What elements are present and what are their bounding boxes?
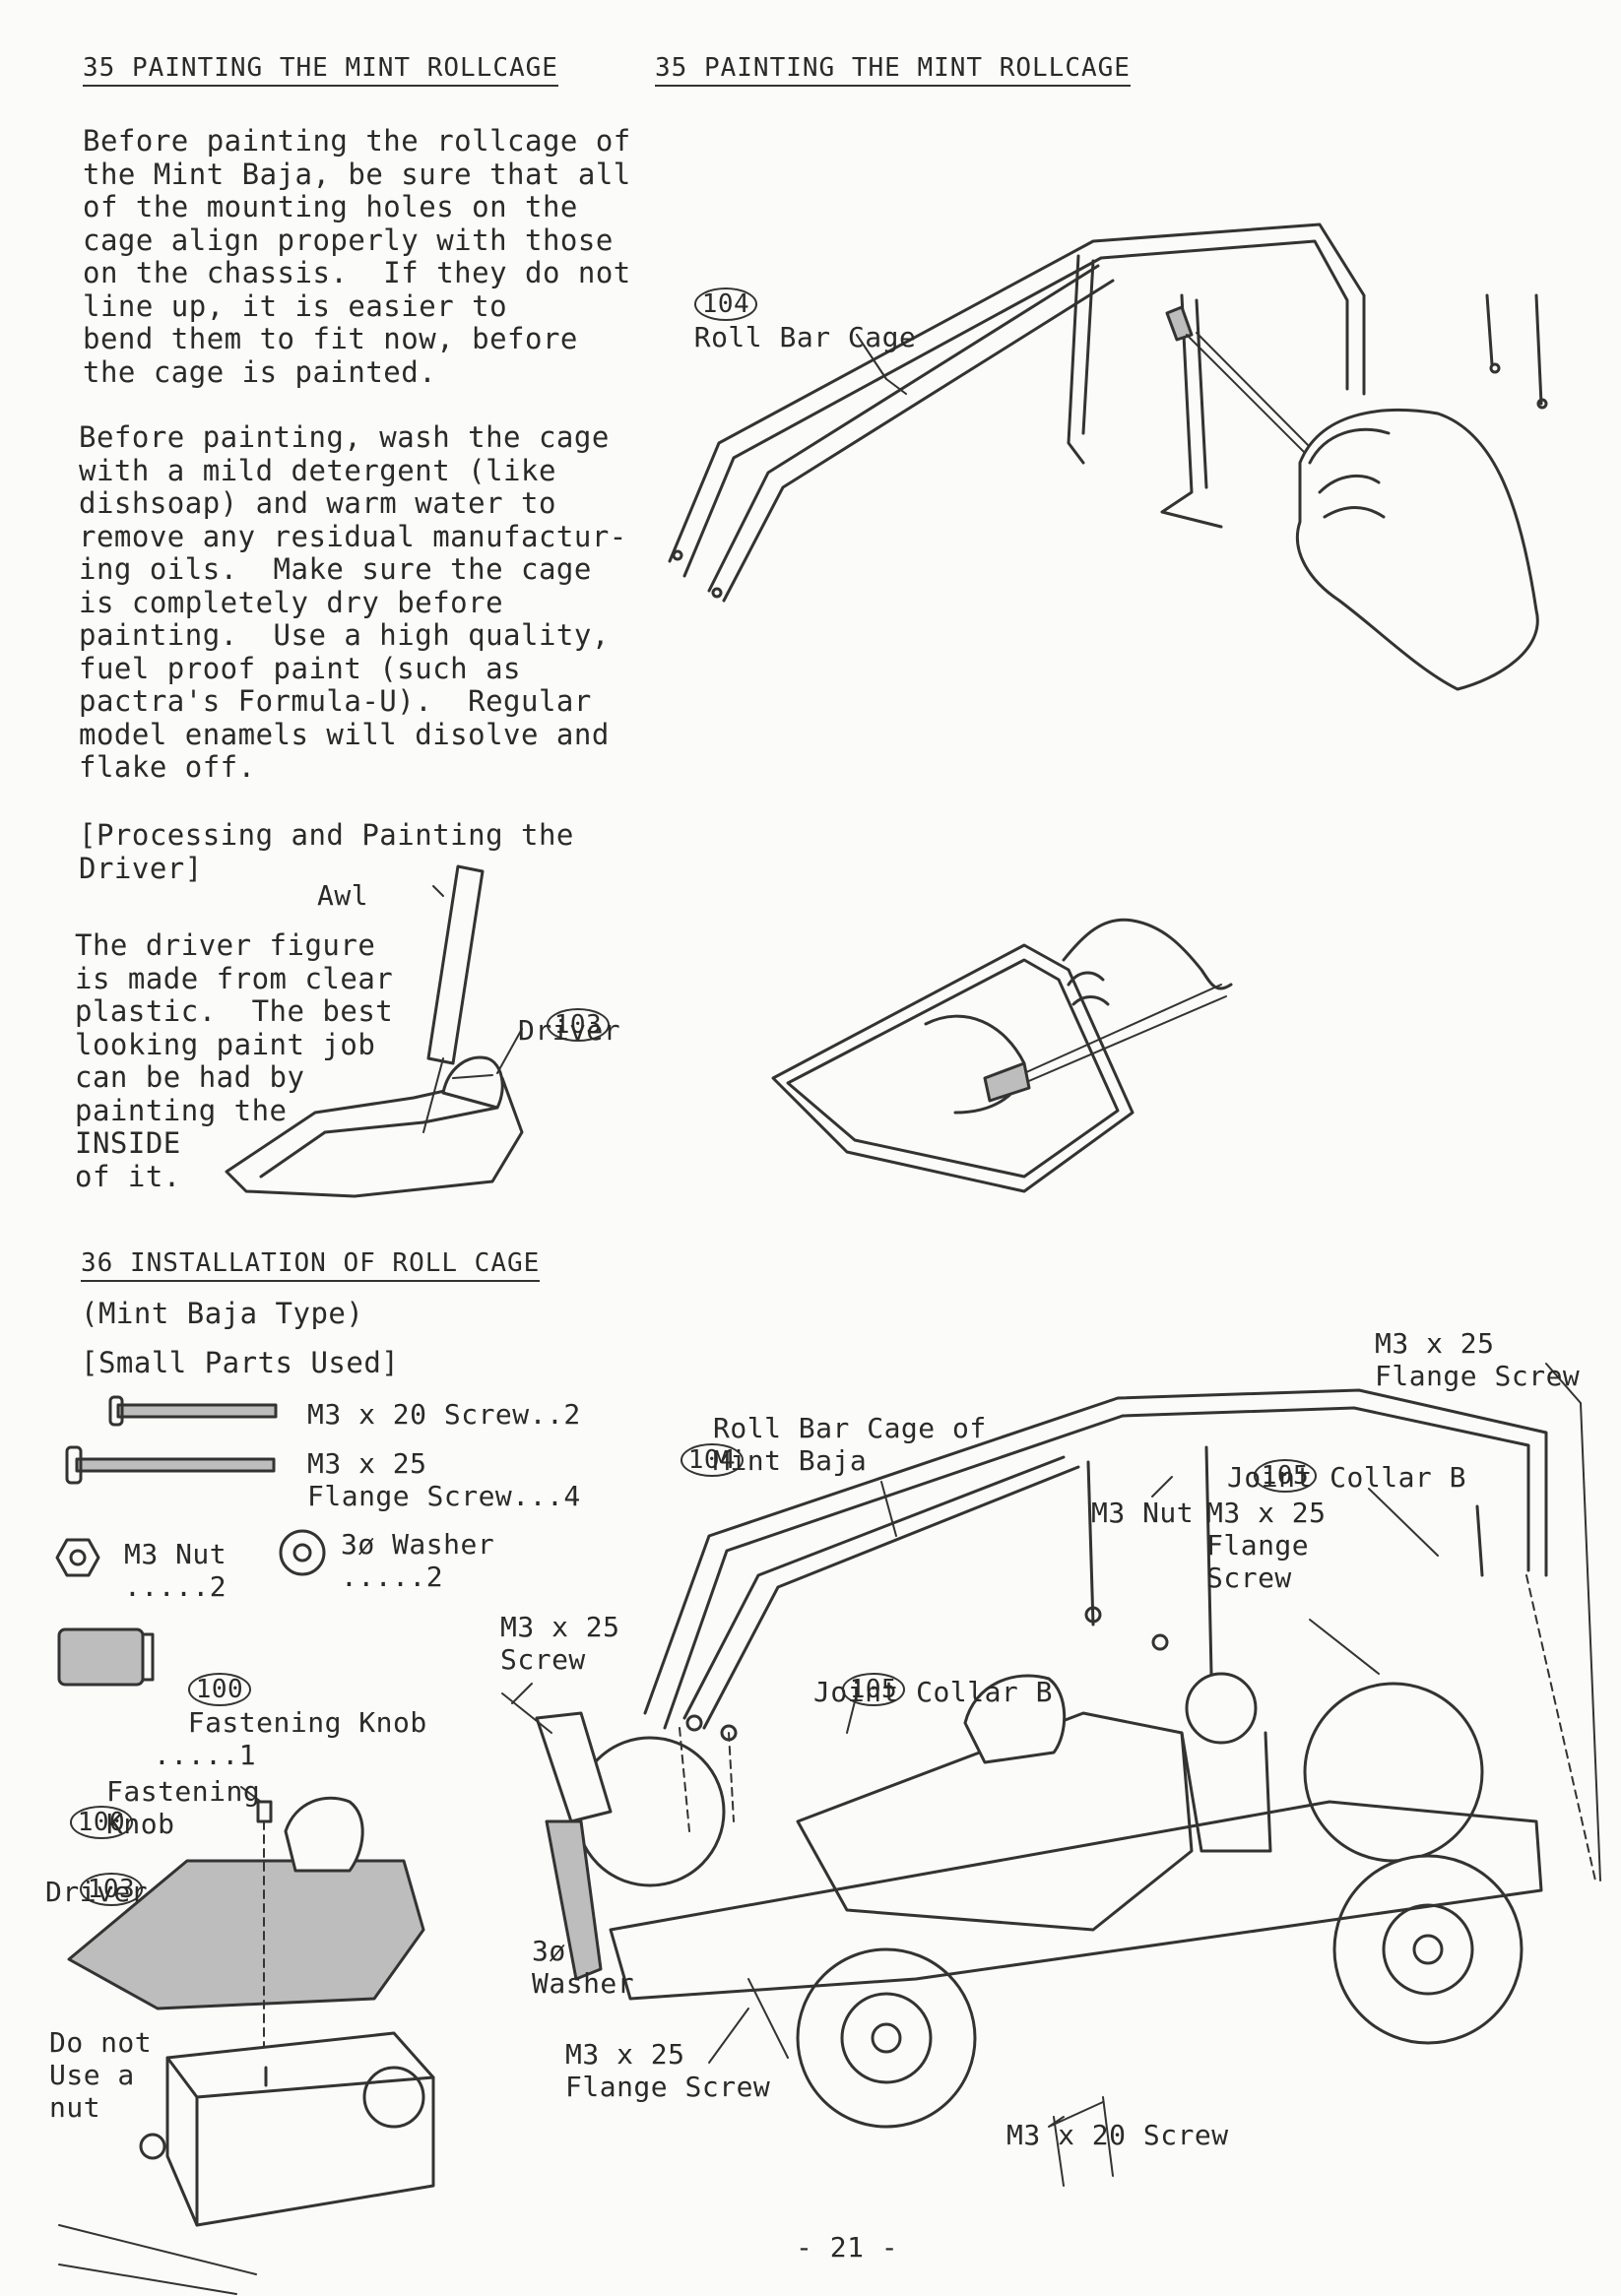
part-3mm-washer: 3ø Washer .....2 xyxy=(341,1528,495,1593)
callout-roll-bar-cage-mint-baja: 104 xyxy=(646,1410,745,1477)
fastening-knob-label: Fastening Knob .....1 xyxy=(154,1706,427,1771)
part-m3x25-flange-screw: M3 x 25 Flange Screw...4 xyxy=(307,1447,581,1512)
callout-joint-collar-mid: 105 xyxy=(808,1639,906,1706)
driver-painting-heading: [Processing and Painting the Driver] xyxy=(79,818,574,885)
small-parts-heading: [Small Parts Used] xyxy=(81,1346,400,1379)
part-number-100: 100 xyxy=(187,1673,252,1706)
label-m3-nut: M3 Nut xyxy=(1091,1497,1195,1529)
section-36-subtitle: (Mint Baja Type) xyxy=(81,1297,364,1330)
cage-prep-paragraph: Before painting the rollcage of the Mint… xyxy=(83,124,631,389)
inset-knob-label: Fastening Knob xyxy=(106,1775,261,1840)
part-m3x20-screw: M3 x 20 Screw..2 xyxy=(307,1398,581,1431)
callout-joint-collar-top: 105 xyxy=(1219,1426,1318,1493)
inset-driver-label: Driver xyxy=(45,1876,149,1908)
part-number-104: 104 xyxy=(693,287,758,321)
main-part-number-105-mid: 105 xyxy=(841,1673,906,1706)
hand-with-brush-drawing xyxy=(1165,305,1539,691)
label-roll-bar-cage-mint-baja: Roll Bar Cage of Mint Baja xyxy=(713,1412,987,1477)
inset-part-number-100: 100 xyxy=(69,1806,134,1839)
driver-shell-painting-drawing xyxy=(771,918,1233,1193)
label-washer: 3ø Washer xyxy=(532,1935,635,2000)
car-assembly-drawing xyxy=(501,1388,1596,2187)
label-m3x20-screw: M3 x 20 Screw xyxy=(1006,2119,1229,2151)
label-flange-screw-bottom: M3 x 25 Flange Screw xyxy=(565,2038,771,2103)
part-number-103: 103 xyxy=(546,1008,611,1042)
part-m3-nut: M3 Nut .....2 xyxy=(124,1538,227,1603)
driver-painting-text: The driver figure is made from clear pla… xyxy=(75,928,394,1193)
cage-wash-paragraph: Before painting, wash the cage with a mi… xyxy=(79,420,627,784)
small-parts-icons xyxy=(55,1395,326,1687)
awl-label: Awl xyxy=(317,879,369,912)
section-36-heading: 36 INSTALLATION OF ROLL CAGE xyxy=(81,1248,541,1282)
leader-lines xyxy=(240,334,1601,2128)
inset-driver-callout: 103 xyxy=(45,1839,144,1906)
label-flange-screw-mid: M3 x 25 Flange Screw xyxy=(1206,1497,1327,1594)
inset-knob-callout: 100 xyxy=(35,1772,134,1839)
part-fastening-knob: 100 Fastening Knob .....1 xyxy=(154,1639,427,1771)
label-joint-collar-mid: Joint Collar B xyxy=(813,1676,1054,1708)
section-35-heading-right: 35 PAINTING THE MINT ROLLCAGE xyxy=(655,53,1131,87)
main-part-number-104: 104 xyxy=(680,1443,745,1477)
inset-part-number-103: 103 xyxy=(79,1873,144,1906)
roll-bar-cage-label: Roll Bar Cage xyxy=(693,321,917,353)
main-part-number-105-top: 105 xyxy=(1253,1459,1318,1493)
driver-awl-drawing xyxy=(225,864,524,1198)
inset-chassis-drawing xyxy=(58,1796,435,2295)
driver-callout-103: 103 xyxy=(512,975,611,1042)
section-35-heading-left: 35 PAINTING THE MINT ROLLCAGE xyxy=(83,53,558,87)
label-flange-screw-top: M3 x 25 Flange Screw xyxy=(1375,1327,1581,1392)
label-joint-collar-top: Joint Collar B xyxy=(1227,1461,1467,1494)
label-m3x25-screw: M3 x 25 Screw xyxy=(500,1611,620,1676)
page-number: - 21 - xyxy=(796,2231,899,2264)
inset-no-nut-note: Do not Use a nut xyxy=(49,2026,153,2124)
driver-callout-label: Driver xyxy=(518,1014,621,1047)
roll-bar-cage-callout: 104 Roll Bar Cage xyxy=(660,254,916,353)
